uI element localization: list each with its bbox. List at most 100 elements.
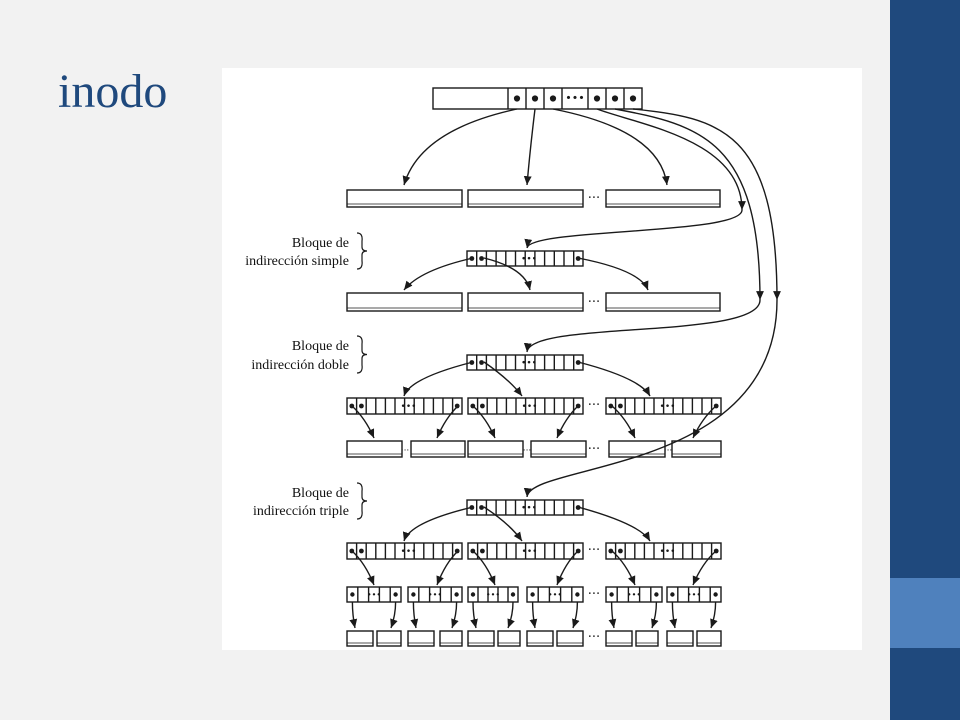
pointer-dot — [359, 403, 364, 409]
leaf-arrow — [710, 601, 718, 629]
level3b-arrow — [472, 550, 496, 586]
data-block — [439, 630, 463, 647]
gap-marker: ··· — [664, 446, 673, 456]
leaf-arrow — [572, 601, 580, 629]
pointer-dot — [479, 360, 484, 365]
small-pointer-block — [407, 586, 463, 603]
leaf-arrow — [507, 601, 515, 629]
level3-arrow — [483, 506, 523, 542]
pointer-dot — [670, 592, 675, 597]
pointer-dot — [608, 403, 614, 409]
simple-link — [524, 209, 743, 249]
level3-arrow — [577, 506, 651, 542]
double-link — [523, 299, 761, 353]
data-block — [635, 630, 659, 647]
ellipsis-marker: ••• — [660, 402, 676, 412]
leaf-arrow — [436, 405, 459, 439]
brace — [356, 232, 368, 270]
level1-arrow — [403, 257, 474, 291]
leaf-arrow — [351, 405, 375, 439]
pointer-dot — [480, 548, 485, 554]
pointer-dot — [393, 592, 398, 597]
gap-marker: ··· — [588, 442, 600, 457]
double-link — [614, 108, 764, 301]
slide-title: inodo — [58, 65, 168, 118]
level3b-arrow — [351, 550, 375, 586]
triple-link — [523, 299, 778, 498]
leaf-arrow — [472, 405, 496, 439]
data-block — [376, 630, 402, 647]
data-block — [346, 440, 403, 458]
ellipsis-marker: ••• — [521, 359, 537, 369]
direct-arrow — [402, 108, 518, 186]
pointer-dot — [609, 592, 614, 597]
level3-arrow — [402, 506, 474, 542]
leaf-arrow — [651, 601, 659, 629]
pointer-dot — [510, 592, 516, 597]
ellipsis-marker: ••• — [565, 92, 584, 105]
pointer-dot — [479, 505, 484, 510]
pointer-dot — [611, 95, 619, 102]
ellipsis-marker: ••• — [521, 504, 537, 514]
ellipsis-marker: ••• — [401, 547, 417, 557]
pointer-dot — [629, 95, 637, 102]
leaf-arrow — [349, 601, 358, 629]
data-block — [666, 630, 694, 647]
pointer-dot — [359, 548, 364, 554]
pointer-dot — [608, 548, 614, 554]
data-block — [605, 630, 633, 647]
pointer-dot — [411, 592, 416, 597]
pointer-dot — [454, 592, 459, 597]
gap-marker: ··· — [588, 587, 600, 602]
pointer-dot — [530, 592, 535, 597]
ellipsis-marker: ••• — [522, 547, 538, 557]
data-block — [346, 292, 463, 312]
ellipsis-marker: ••• — [660, 547, 676, 557]
data-block — [605, 292, 721, 312]
triple-link — [632, 108, 781, 301]
data-block — [671, 440, 722, 458]
pointer-dot — [350, 592, 355, 597]
pointer-dot — [480, 403, 485, 409]
data-block — [696, 630, 722, 647]
simple-link — [596, 108, 746, 211]
data-block — [530, 440, 587, 458]
data-block — [346, 189, 463, 208]
leaf-arrow — [390, 601, 398, 629]
level2-arrow — [403, 361, 474, 397]
direct-arrow — [523, 108, 536, 186]
leaf-arrow — [608, 601, 617, 629]
small-pointer-block — [467, 586, 519, 603]
data-block — [467, 440, 524, 458]
data-block — [410, 440, 466, 458]
ellipsis-marker: ••• — [522, 402, 538, 412]
leaf-arrow — [692, 405, 717, 439]
leaf-arrow — [451, 601, 459, 629]
level2-arrow — [483, 361, 523, 397]
gap-marker: ··· — [588, 295, 600, 310]
small-pointer-block — [526, 586, 584, 603]
level3b-arrow — [436, 550, 459, 586]
brace — [356, 482, 368, 520]
label-line-2: indirección doble — [251, 358, 349, 373]
label-line-1: Bloque de — [292, 236, 349, 251]
ellipsis-marker: ••• — [428, 591, 442, 600]
level3b-arrow — [692, 550, 717, 586]
pointer-dot — [470, 592, 476, 597]
gap-marker: ··· — [401, 446, 410, 456]
label-line-1: Bloque de — [292, 486, 349, 501]
ellipsis-marker: ••• — [548, 591, 562, 600]
leaf-arrow — [529, 601, 538, 629]
small-pointer-block — [666, 586, 722, 603]
ellipsis-marker: ••• — [627, 591, 641, 600]
gap-marker: ··· — [523, 446, 532, 456]
pointer-dot — [713, 592, 718, 597]
data-block — [556, 630, 584, 647]
gap-marker: ··· — [588, 398, 600, 413]
leaf-arrow — [556, 405, 579, 439]
direct-arrow — [552, 108, 670, 186]
pointer-dot — [618, 548, 623, 554]
small-pointer-block — [346, 586, 402, 603]
